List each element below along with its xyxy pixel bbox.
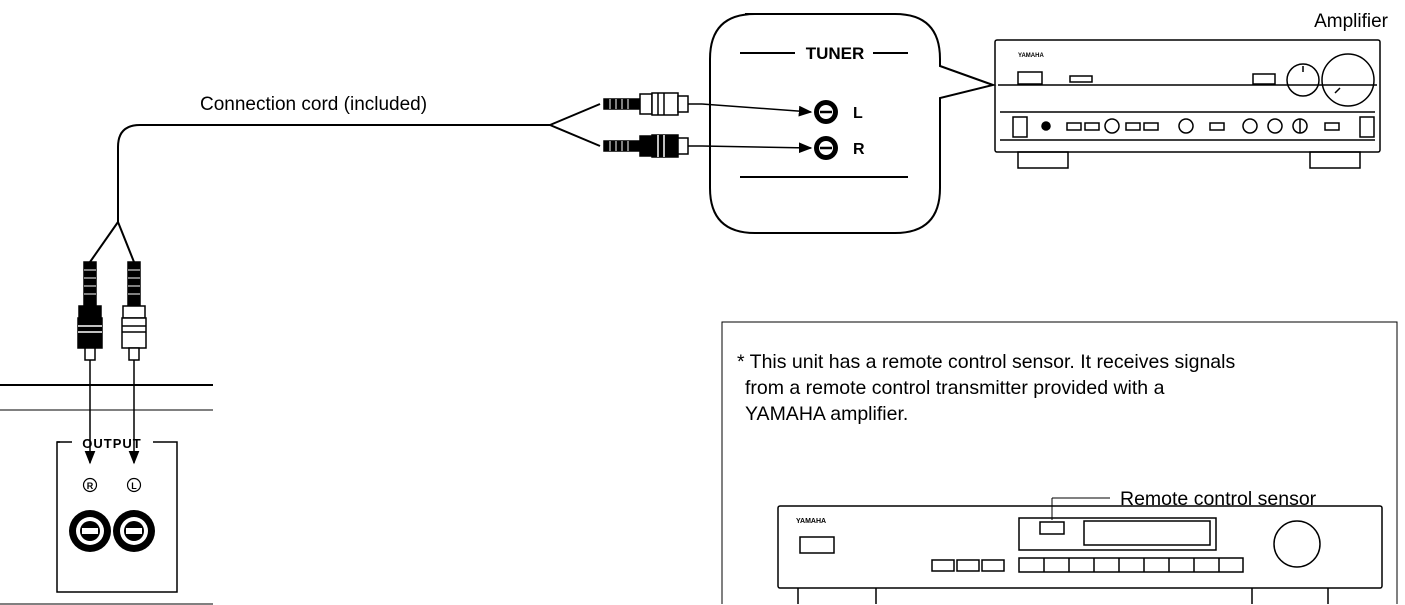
- cord-plug-output-r: [77, 261, 103, 361]
- note-line: * This unit has a remote control sensor.…: [737, 351, 1236, 373]
- output-panel: OUTPUT R L: [0, 384, 213, 605]
- tuner-callout-title: TUNER: [806, 44, 865, 63]
- tuner-jack-l: [814, 100, 838, 124]
- tuner-jack-r: [814, 136, 838, 160]
- amplifier-power-display: [1017, 71, 1043, 85]
- amplifier: Amplifier YAMAHA: [994, 11, 1389, 169]
- output-panel-title: OUTPUT: [82, 436, 141, 451]
- output-jack-r: [69, 510, 111, 552]
- tuner-display: [1018, 517, 1217, 551]
- amplifier-label: Amplifier: [1314, 11, 1389, 32]
- cord-plug-output-l: [121, 261, 147, 361]
- amplifier-selector-knob: [1286, 63, 1320, 97]
- cord-label: Connection cord (included): [200, 94, 427, 115]
- tuner-jack-r-label: R: [853, 141, 865, 158]
- tuner-power-button: [799, 536, 835, 554]
- tuner-callout: TUNER L R: [709, 13, 997, 234]
- output-jack-l-label: L: [131, 481, 137, 491]
- note-line: from a remote control transmitter provid…: [745, 377, 1165, 399]
- output-jack-l: [113, 510, 155, 552]
- cord-plug-r: [603, 134, 702, 158]
- amplifier-volume-knob: [1321, 53, 1375, 107]
- sensor-label: Remote control sensor: [1120, 488, 1317, 510]
- output-jack-r-label: R: [87, 481, 94, 491]
- note-line: YAMAHA amplifier.: [745, 403, 909, 425]
- tuner-tuning-knob: [1273, 520, 1321, 568]
- remote-sensor-window: [1039, 521, 1065, 535]
- note-text: * This unit has a remote control sensor.…: [737, 349, 1377, 427]
- tuner-jack-l-label: L: [853, 105, 863, 122]
- connection-cord: Connection cord (included): [89, 94, 601, 263]
- tuner-unit: YAMAHA: [777, 505, 1383, 604]
- amplifier-brand: YAMAHA: [1018, 53, 1044, 59]
- cord-plug-l: [603, 92, 702, 116]
- note-box: Remote control sensor: [721, 321, 1398, 604]
- tuner-unit-brand: YAMAHA: [796, 518, 826, 525]
